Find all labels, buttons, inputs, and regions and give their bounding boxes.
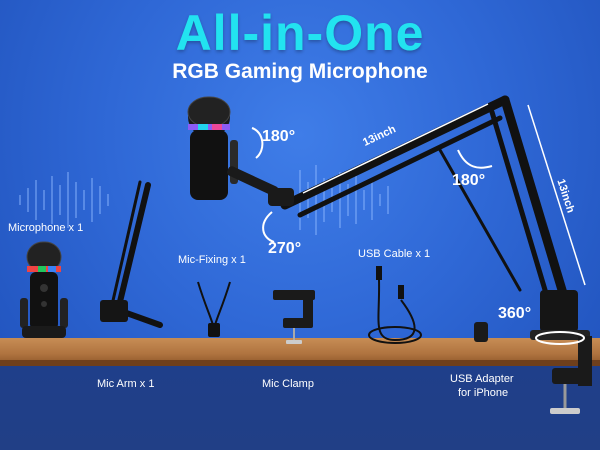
desk-edge: [0, 360, 600, 366]
mic-clamp-part: [273, 290, 315, 344]
boom-arm-main: [280, 95, 570, 305]
angle-rotate-label: 360°: [498, 305, 532, 322]
floor-backdrop: [0, 366, 600, 450]
mic-arm-folded: [100, 180, 163, 328]
boom-arm-base: [530, 290, 592, 414]
label-mic-fixing: Mic-Fixing x 1: [178, 254, 246, 266]
headline-title: All-in-One: [175, 5, 425, 61]
rotation-arrows: [251, 127, 585, 345]
label-mic-arm: Mic Arm x 1: [97, 378, 155, 390]
usb-cable-part: [368, 266, 422, 344]
label-usb-cable: USB Cable x 1: [358, 248, 431, 260]
label-usb-adapter-line2: for iPhone: [458, 387, 509, 399]
label-usb-adapter-line1: USB Adapter: [450, 373, 514, 385]
angle-arm-label: 180°: [452, 172, 486, 189]
microphone-mounted: [187, 96, 294, 206]
headline-subtitle: RGB Gaming Microphone: [172, 60, 428, 83]
angle-head-label: 180°: [262, 128, 296, 145]
dimension-lines: [302, 103, 586, 286]
label-microphone: Microphone x 1: [8, 222, 84, 234]
mic-fixing-part: [197, 281, 231, 337]
angle-base-label: 270°: [268, 240, 302, 257]
microphone-standalone: [20, 241, 68, 338]
label-mic-clamp: Mic Clamp: [262, 378, 314, 390]
usb-adapter-part: [474, 322, 488, 342]
